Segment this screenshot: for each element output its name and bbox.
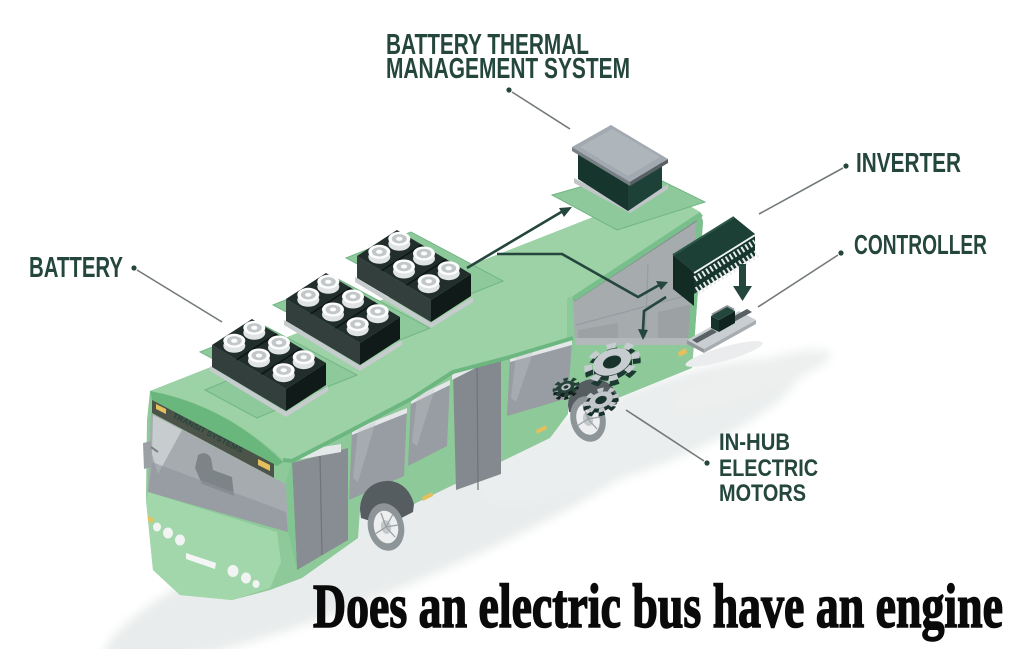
svg-text:INVERTER: INVERTER xyxy=(856,147,961,178)
svg-text:Does an electric bus have an e: Does an electric bus have an engine xyxy=(313,573,1003,641)
svg-text:BATTERY: BATTERY xyxy=(29,252,123,284)
svg-text:ELECTRIC: ELECTRIC xyxy=(719,455,818,482)
svg-text:CONTROLLER: CONTROLLER xyxy=(854,229,987,260)
svg-text:IN-HUB: IN-HUB xyxy=(719,429,790,456)
svg-text:MANAGEMENT SYSTEM: MANAGEMENT SYSTEM xyxy=(386,53,630,85)
svg-text:BATTERY THERMAL: BATTERY THERMAL xyxy=(386,29,589,61)
svg-text:MOTORS: MOTORS xyxy=(719,480,806,507)
